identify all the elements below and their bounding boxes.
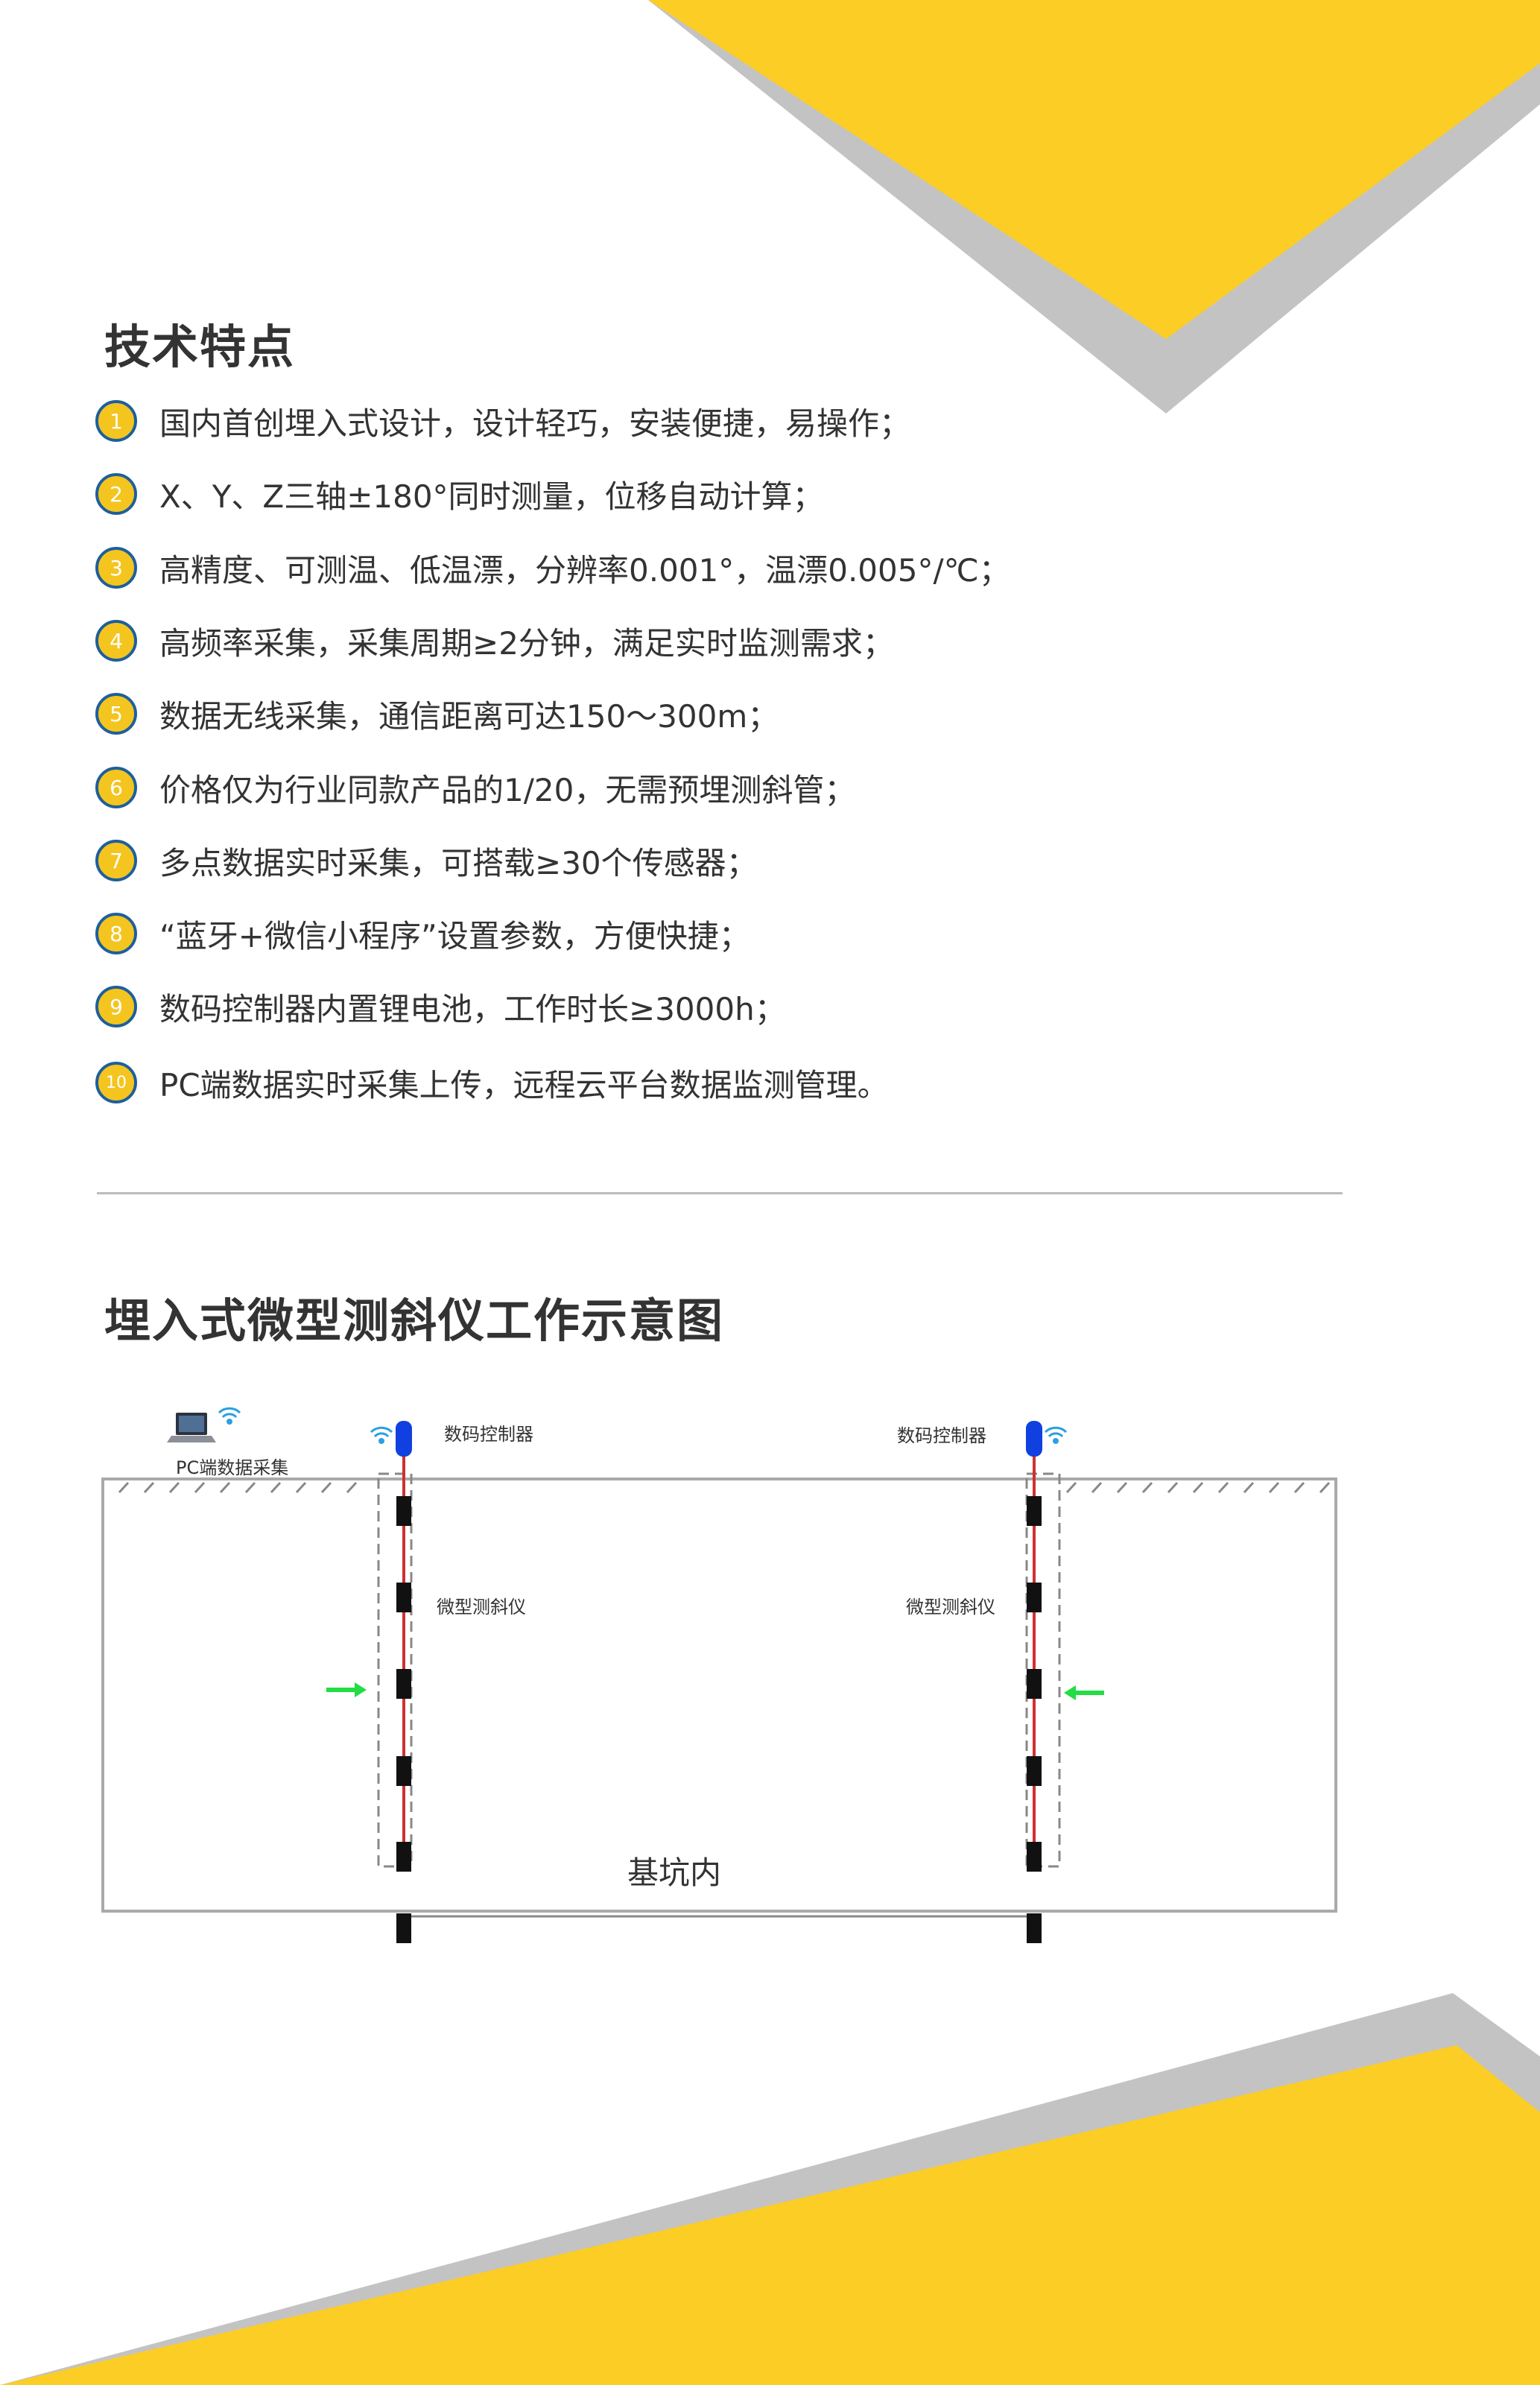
right-borehole (1025, 1472, 1061, 1868)
top-right-decoration (648, 0, 1540, 414)
feature-number-badge: 9 (95, 986, 137, 1027)
ground-hatch-right (1065, 1481, 1331, 1494)
ground-hatch-left (118, 1481, 358, 1494)
feature-number-badge: 1 (95, 400, 137, 442)
feature-item: 7 多点数据实时采集，可搭载≥30个传感器； (95, 834, 758, 887)
feature-number-badge: 3 (95, 547, 137, 589)
feature-item: 2 X、Y、Z三轴±180°同时测量，位移自动计算； (95, 468, 824, 520)
feature-number-badge: 8 (95, 913, 137, 954)
left-sensor-block (396, 1842, 411, 1872)
right-sensor-block (1027, 1756, 1042, 1786)
diagram-title: 埋入式微型测斜仪工作示意图 (104, 1293, 725, 1348)
right-controller-label: 数码控制器 (897, 1425, 986, 1446)
pc-wifi-icon (218, 1407, 241, 1425)
feature-number-badge: 7 (95, 840, 137, 881)
feature-text: 价格仅为行业同款产品的1/20，无需预埋测斜管； (159, 771, 856, 808)
feature-text: “蓝牙+微信小程序”设置参数，方便快捷； (159, 917, 750, 954)
feature-text: 数码控制器内置锂电池，工作时长≥3000h； (159, 990, 786, 1027)
feature-text: X、Y、Z三轴±180°同时测量，位移自动计算； (159, 478, 824, 515)
pit-label: 基坑内 (627, 1855, 721, 1891)
right-pressure-arrow (1064, 1685, 1104, 1700)
feature-item: 8 “蓝牙+微信小程序”设置参数，方便快捷； (95, 908, 750, 960)
left-controller (396, 1421, 412, 1457)
right-sensor-block (1027, 1842, 1042, 1872)
feature-number-badge: 5 (95, 693, 137, 735)
right-sensor-block (1027, 1583, 1042, 1612)
feature-item: 1 国内首创埋入式设计，设计轻巧，安装便捷，易操作； (95, 395, 910, 447)
inclinometer-diagram: PC端数据采集 数码控制器 数码控制器 微型测斜仪 微型测斜仪 基坑内 (101, 1407, 1337, 1943)
feature-item: 6 价格仅为行业同款产品的1/20，无需预埋测斜管； (95, 761, 855, 814)
right-sensor-block (1027, 1913, 1042, 1943)
section-divider (97, 1192, 1343, 1194)
right-sensor-label: 微型测斜仪 (906, 1597, 995, 1618)
feature-number-badge: 6 (95, 767, 137, 808)
left-sensor-block (396, 1756, 411, 1786)
left-wifi-icon (370, 1426, 393, 1444)
feature-item: 10 PC端数据实时采集上传，远程云平台数据监测管理。 (95, 1057, 889, 1109)
left-borehole (377, 1472, 413, 1868)
right-sensor-array (1027, 1496, 1042, 1943)
features-title: 技术特点 (104, 320, 296, 374)
left-sensor-block (396, 1669, 411, 1699)
left-sensor-label: 微型测斜仪 (437, 1597, 526, 1618)
right-sensor-block (1027, 1669, 1042, 1699)
feature-number-badge: 10 (95, 1062, 137, 1103)
left-controller-label: 数码控制器 (444, 1424, 533, 1445)
feature-text: 多点数据实时采集，可搭载≥30个传感器； (159, 844, 758, 881)
feature-text: 高频率采集，采集周期≥2分钟，满足实时监测需求； (159, 624, 894, 662)
right-wifi-icon (1044, 1426, 1068, 1444)
feature-item: 9 数码控制器内置锂电池，工作时长≥3000h； (95, 981, 786, 1033)
left-sensor-array (396, 1496, 411, 1943)
left-sensor-block (396, 1583, 411, 1612)
pit-outline (101, 1477, 1337, 1913)
feature-number-badge: 2 (95, 473, 137, 515)
feature-item: 5 数据无线采集，通信距离可达150～300m； (95, 688, 779, 740)
feature-text: 国内首创埋入式设计，设计轻巧，安装便捷，易操作； (159, 405, 911, 442)
feature-number-badge: 4 (95, 620, 137, 662)
feature-text: 高精度、可测温、低温漂，分辨率0.001°，温漂0.005°/℃； (159, 551, 1010, 589)
right-sensor-block (1027, 1496, 1042, 1526)
feature-item: 3 高精度、可测温、低温漂，分辨率0.001°，温漂0.005°/℃； (95, 542, 1010, 594)
left-pressure-arrow (326, 1682, 367, 1697)
laptop-icon (167, 1413, 216, 1442)
left-sensor-block (396, 1496, 411, 1526)
right-controller (1026, 1421, 1042, 1457)
left-sensor-block (396, 1913, 411, 1943)
feature-item: 4 高频率采集，采集周期≥2分钟，满足实时监测需求； (95, 615, 894, 667)
pc-label: PC端数据采集 (176, 1457, 288, 1478)
feature-text: PC端数据实时采集上传，远程云平台数据监测管理。 (159, 1066, 889, 1103)
feature-text: 数据无线采集，通信距离可达150～300m； (159, 697, 779, 735)
